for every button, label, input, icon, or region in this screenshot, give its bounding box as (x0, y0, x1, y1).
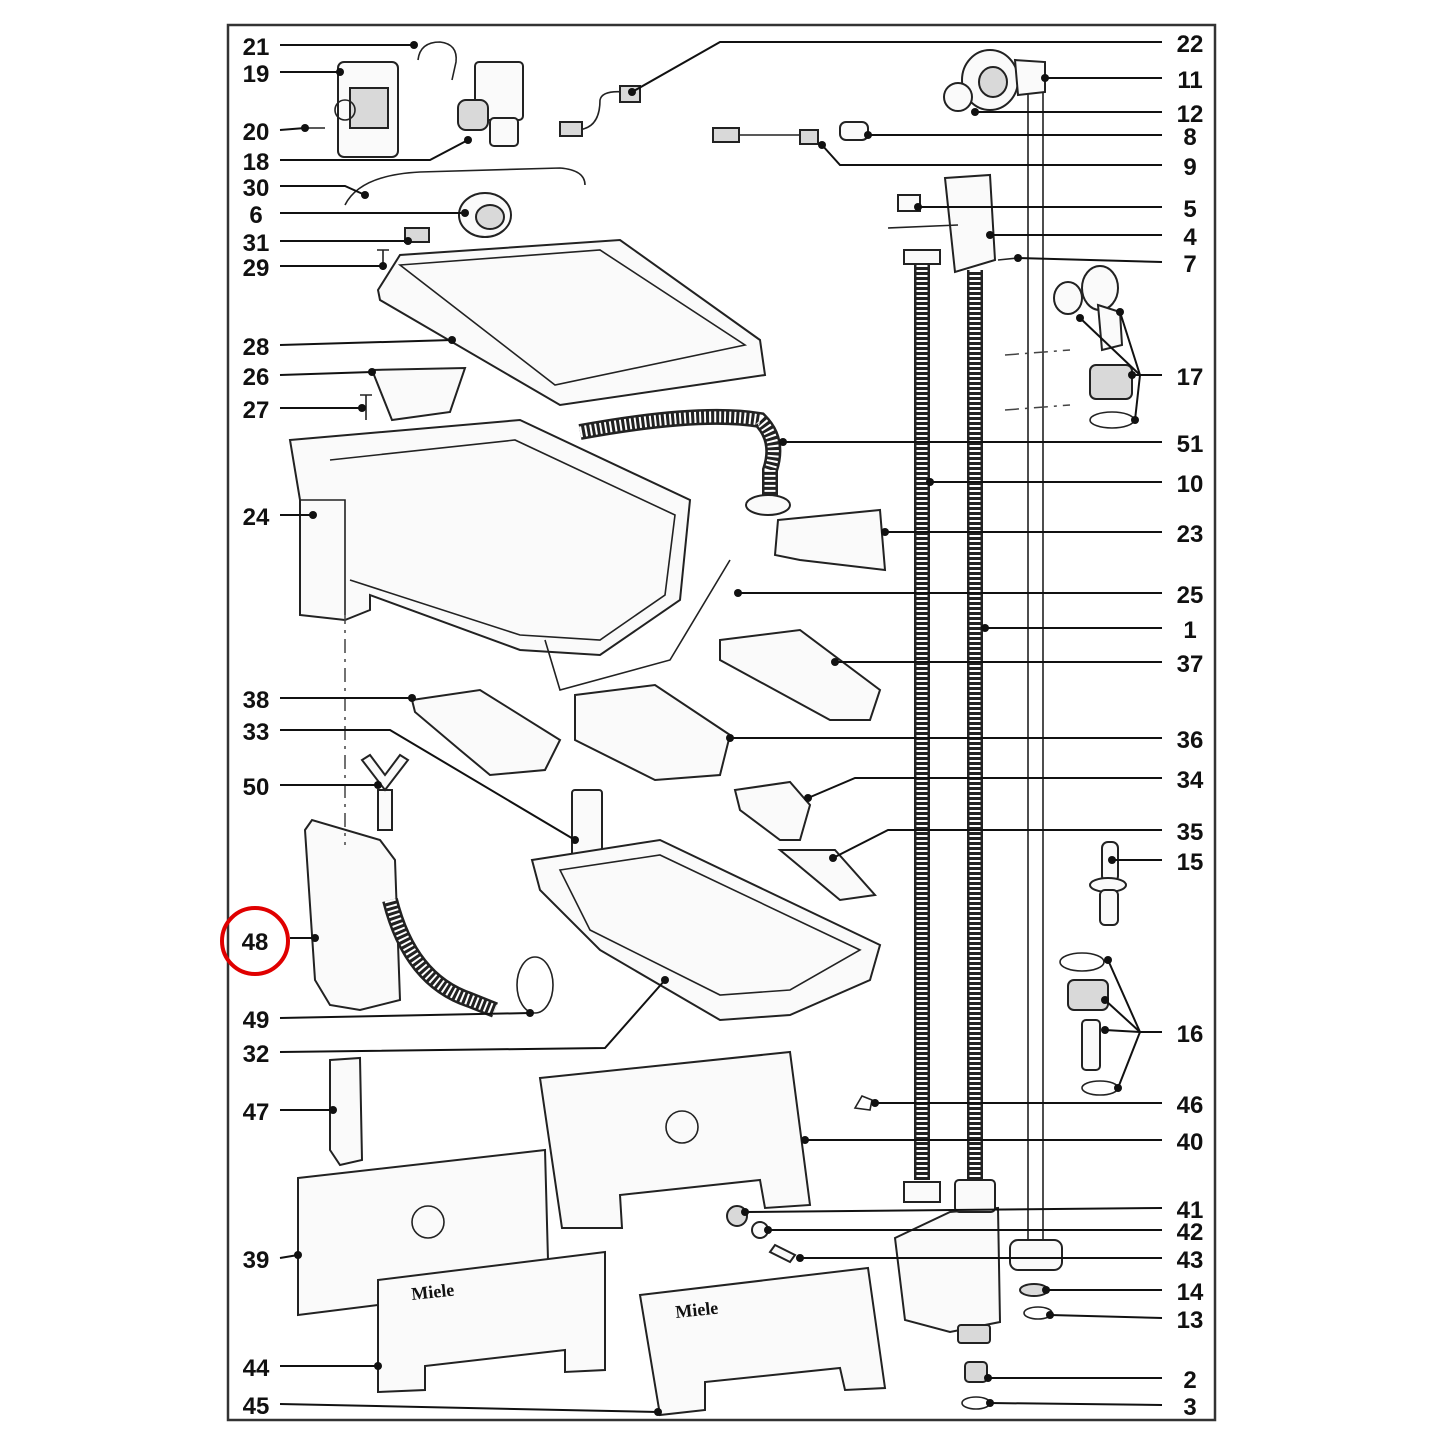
part-y-piece-50 (360, 753, 410, 831)
part-bellows-49 (382, 898, 498, 1018)
part-cable-22 (559, 85, 641, 137)
callout-25: 25 (1177, 582, 1204, 609)
part-pressure-switch-6 (458, 192, 512, 238)
part-valve-18 (457, 61, 524, 147)
part-connector-set-16 (1059, 952, 1119, 1096)
part-cable-30 (344, 167, 586, 206)
callout-labels: 21 19 20 18 30 6 31 29 28 26 27 24 38 33… (242, 31, 1204, 1421)
callout-30: 30 (243, 175, 270, 202)
callout-35: 35 (1177, 819, 1204, 846)
part-front-45 (638, 1266, 887, 1417)
part-screw-27 (360, 394, 372, 420)
callout-38: 38 (243, 687, 270, 714)
part-clip-46 (853, 1095, 873, 1111)
part-clip-21 (417, 41, 457, 81)
part-sump-48 (303, 818, 402, 1012)
callout-leaders (279, 41, 1163, 1416)
callout-31: 31 (243, 230, 270, 257)
callout-14: 14 (1177, 1279, 1204, 1306)
callout-15: 15 (1177, 849, 1204, 876)
part-door-lock-19 (334, 61, 399, 158)
part-elbow-11-12 (943, 49, 1046, 112)
callout-50: 50 (243, 774, 270, 801)
callout-46: 46 (1177, 1092, 1204, 1119)
callout-3: 3 (1183, 1394, 1196, 1421)
diagram-frame (226, 23, 1217, 1422)
callout-21: 21 (243, 34, 270, 61)
part-front-44 (377, 1250, 606, 1394)
part-insert-36 (574, 683, 732, 782)
callout-7: 7 (1183, 251, 1196, 278)
callout-37: 37 (1177, 651, 1204, 678)
part-sensor-cable-8-9 (712, 121, 869, 145)
part-insert-37 (719, 628, 882, 721)
callout-1: 1 (1183, 617, 1196, 644)
callout-26: 26 (243, 364, 270, 391)
callout-39: 39 (243, 1247, 270, 1274)
callout-34: 34 (1177, 767, 1204, 794)
callout-49: 49 (243, 1007, 270, 1034)
callout-22: 22 (1177, 31, 1204, 58)
callout-40: 40 (1177, 1129, 1204, 1156)
callout-23: 23 (1177, 521, 1204, 548)
callout-51: 51 (1177, 431, 1204, 458)
part-frame-40 (538, 1050, 812, 1229)
callout-44: 44 (243, 1355, 270, 1382)
callout-19: 19 (243, 61, 270, 88)
callout-11: 11 (1177, 67, 1202, 94)
part-insert-38 (410, 688, 562, 777)
brand-logo-45: Miele (674, 1298, 719, 1322)
callout-8: 8 (1183, 124, 1196, 151)
callout-16: 16 (1177, 1021, 1204, 1048)
callout-9: 9 (1183, 154, 1196, 181)
part-housing-bottom (893, 1206, 1002, 1334)
part-bracket-26 (370, 366, 467, 422)
part-lid-28 (376, 238, 767, 407)
callout-2: 2 (1183, 1367, 1196, 1394)
part-wire-25 (544, 559, 731, 691)
callout-45: 45 (243, 1393, 270, 1420)
part-housing-24 (288, 418, 692, 657)
part-plate-35 (777, 849, 877, 902)
callout-29: 29 (243, 255, 270, 282)
callout-41: 41 (1177, 1197, 1204, 1224)
part-tray-32 (530, 838, 882, 1022)
callout-43: 43 (1177, 1247, 1204, 1274)
part-washer-3 (961, 1396, 991, 1410)
part-valve-piece-4-5-7 (887, 173, 1019, 274)
brand-logo-44: Miele (410, 1280, 455, 1304)
callout-32: 32 (243, 1041, 270, 1068)
callout-20: 20 (243, 119, 270, 146)
part-bracket-47 (329, 1056, 364, 1167)
part-block-23 (773, 508, 887, 572)
callout-28: 28 (243, 334, 270, 361)
callout-5: 5 (1183, 196, 1196, 223)
callout-18: 18 (243, 149, 270, 176)
highlight-circle (220, 906, 290, 976)
callout-10: 10 (1177, 471, 1204, 498)
part-connector-15 (1089, 841, 1127, 926)
callout-42: 42 (1177, 1219, 1204, 1246)
callout-6: 6 (249, 202, 262, 229)
part-flap-34 (733, 780, 812, 841)
callout-17: 17 (1177, 364, 1204, 391)
callout-13: 13 (1177, 1307, 1204, 1334)
callout-47: 47 (243, 1099, 270, 1126)
callout-36: 36 (1177, 727, 1204, 754)
part-elbow-set-17 (1053, 265, 1135, 429)
part-screw-43 (768, 1243, 797, 1264)
callout-24: 24 (243, 504, 270, 531)
callout-4: 4 (1183, 224, 1197, 251)
part-drawings: Miele Miele (288, 41, 1135, 1417)
callout-27: 27 (243, 397, 270, 424)
part-nut-2 (964, 1361, 988, 1383)
callout-12: 12 (1177, 101, 1204, 128)
callout-48: 48 (242, 929, 269, 956)
callout-33: 33 (243, 719, 270, 746)
